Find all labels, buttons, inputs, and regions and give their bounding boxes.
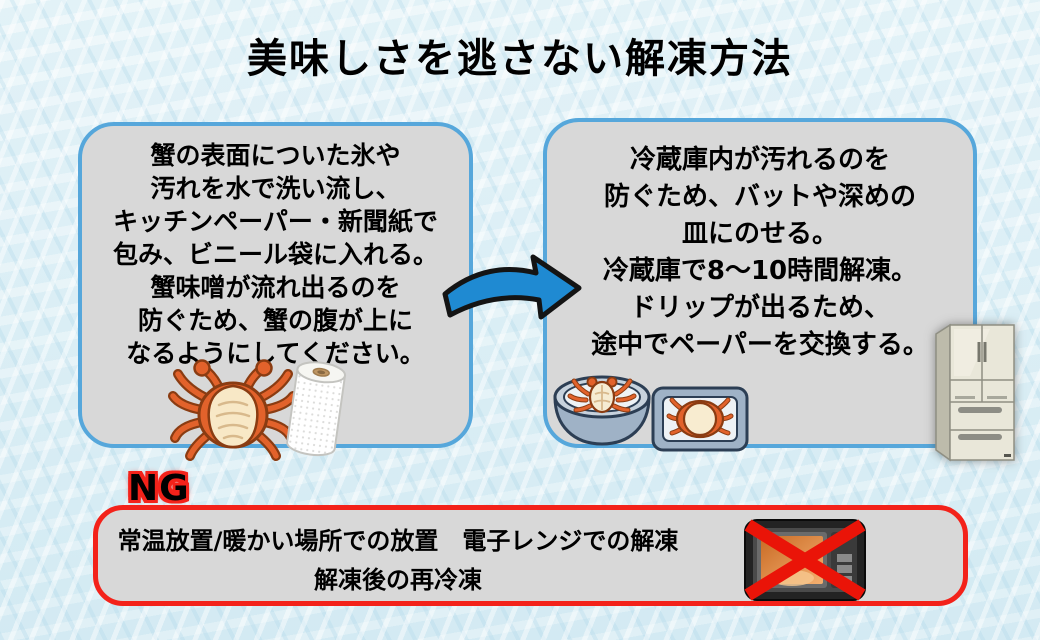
step1-panel: 蟹の表面についた氷や 汚れを水で洗い流し、 キッチンペーパー・新聞紙で 包み、ビ… xyxy=(78,122,473,448)
text-line: ドリップが出るため、 xyxy=(629,293,890,323)
paper-towel-roll-icon xyxy=(286,361,347,457)
text-line: キッチンペーパー・新聞紙で xyxy=(113,207,438,236)
text-line: 蟹の表面についた氷や xyxy=(150,141,401,170)
arrow-container xyxy=(438,250,588,342)
ng-label: NG xyxy=(128,468,190,509)
text-line: 包み、ビニール袋に入れる。 xyxy=(112,240,438,269)
page-title: 美味しさを逃さない解凍方法 xyxy=(247,36,793,82)
tray-with-crab-icon xyxy=(651,386,749,452)
crab-belly-up-icon xyxy=(168,359,298,461)
refrigerator-icon xyxy=(935,323,1015,462)
ng-panel: 常温放置/暖かい場所での放置 電子レンジでの解凍 解凍後の再冷凍 xyxy=(93,505,968,606)
bowl-container xyxy=(552,366,652,451)
step1-text: 蟹の表面についた氷や 汚れを水で洗い流し、 キッチンペーパー・新聞紙で 包み、ビ… xyxy=(82,126,469,370)
crab-container xyxy=(168,358,298,463)
microwave-crossed-out-icon xyxy=(744,519,866,601)
ng-text: 常温放置/暖かい場所での放置 電子レンジでの解凍 解凍後の再冷凍 xyxy=(114,522,682,600)
text-line: 常温放置/暖かい場所での放置 電子レンジでの解凍 xyxy=(117,527,679,555)
paper-towel-container xyxy=(266,347,366,473)
tray-container xyxy=(650,376,750,456)
step2-text: 冷蔵庫内が汚れるのを 防ぐため、バットや深めの 皿にのせる。 冷蔵庫で8～10時… xyxy=(547,122,973,364)
refrigerator-container xyxy=(930,320,1020,465)
text-line: 汚れを水で洗い流し、 xyxy=(150,174,401,203)
text-line: 蟹味噌が流れ出るのを xyxy=(150,273,401,302)
right-curved-arrow-icon xyxy=(442,254,582,320)
text-line: 防ぐため、蟹の腹が上に xyxy=(137,306,413,335)
text-line: なるようにしてください。 xyxy=(126,339,425,368)
text-line: 途中でペーパーを交換する。 xyxy=(591,330,929,360)
text-line: 冷蔵庫内が汚れるのを xyxy=(629,145,890,175)
text-line: 皿にのせる。 xyxy=(681,219,838,249)
text-line: 防ぐため、バットや深めの xyxy=(603,182,916,212)
text-line: 解凍後の再冷凍 xyxy=(314,566,482,594)
bowl-with-crab-icon xyxy=(553,375,651,446)
text-line: 冷蔵庫で8～10時間解凍。 xyxy=(602,256,918,286)
microwave-container xyxy=(743,516,868,606)
